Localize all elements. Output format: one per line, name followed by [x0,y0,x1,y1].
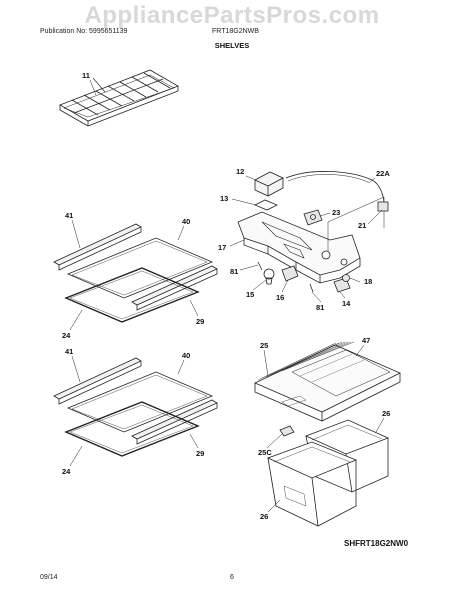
callout-40-upper: 40 [182,217,190,226]
callout-26-left: 26 [260,512,268,521]
wire-shelf-11 [59,69,179,127]
callout-25c: 25C [258,448,272,457]
page-title: SHELVES [214,41,250,50]
crisper-cover [254,341,401,422]
callout-81-lower: 81 [316,303,324,312]
callout-23: 23 [332,208,340,217]
callout-41-upper: 41 [65,211,73,220]
model-number: FRT18G2NWB [212,28,259,35]
callout-12: 12 [236,167,244,176]
callout-14: 14 [342,299,351,308]
callout-15: 15 [246,290,254,299]
upper-glass-shelf [53,223,218,323]
callout-22a: 22A [376,169,390,178]
page-number: 6 [230,574,234,581]
callout-29-lower: 29 [196,449,204,458]
leader-lines [69,79,385,513]
publication-number: Publication No: 5995651139 [40,28,128,35]
crisper-drawers [266,419,390,527]
callout-17: 17 [218,243,226,252]
callout-25: 25 [260,341,268,350]
callout-24-upper: 24 [62,331,71,340]
callout-16: 16 [276,293,284,302]
callout-26-right: 26 [382,409,390,418]
callout-labels: 11 12 13 22A 23 17 21 81 15 16 81 14 18 … [62,71,409,548]
callout-24-lower: 24 [62,467,71,476]
callout-47: 47 [362,336,370,345]
callout-18: 18 [364,277,372,286]
callout-13: 13 [220,194,228,203]
callout-81-upper: 81 [230,267,238,276]
callout-11: 11 [82,71,90,80]
callout-29-upper: 29 [196,317,204,326]
drawing-code: SHFRT18G2NW0 [344,539,409,548]
callout-40-lower: 40 [182,351,190,360]
control-housing-assembly [237,171,389,293]
callout-21: 21 [358,221,366,230]
callout-41-lower: 41 [65,347,73,356]
watermark: AppliancePartsPros.com [84,2,380,29]
footer-date: 09/14 [40,574,58,581]
lower-glass-shelf [53,357,218,457]
